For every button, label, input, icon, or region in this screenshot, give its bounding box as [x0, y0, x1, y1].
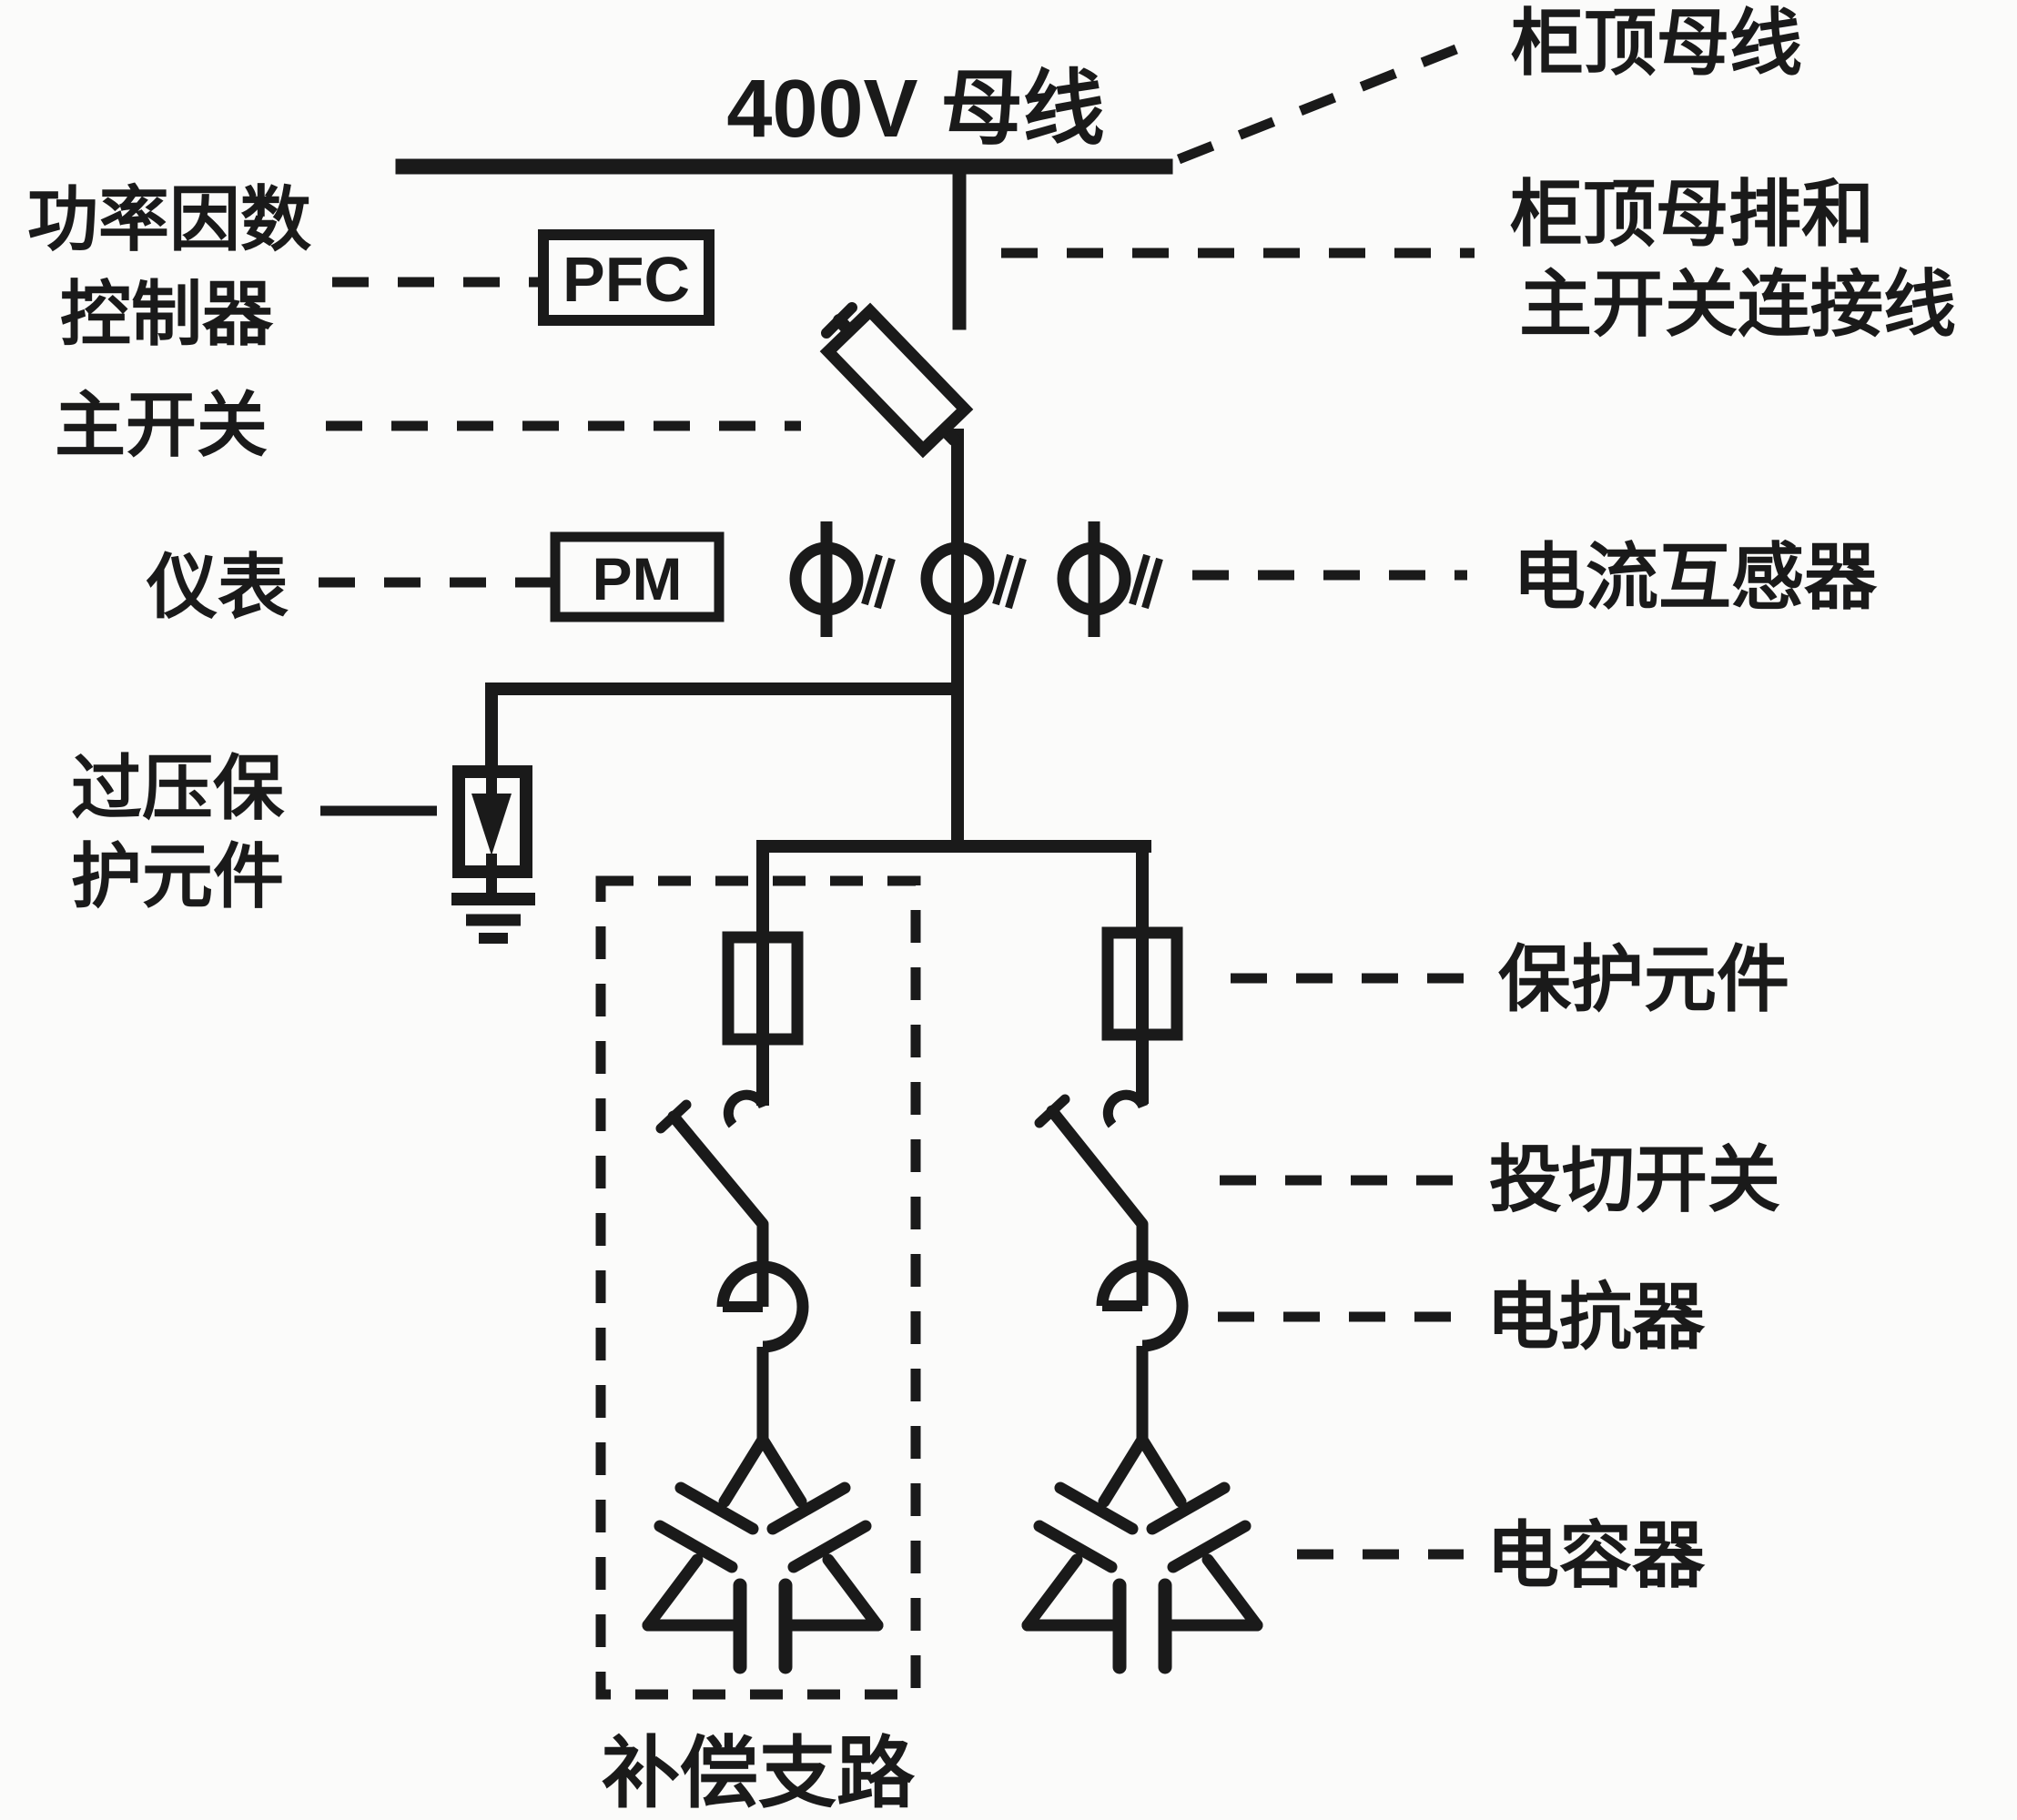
- branch-fuse-icon: [1101, 926, 1183, 1041]
- compensation-branch-box: [595, 875, 921, 1700]
- switching-switch-label: 投切开关: [1489, 1139, 1780, 1220]
- capacitor-label: 电容器: [1486, 1515, 1706, 1596]
- capacitor-delta-icon: [642, 1433, 884, 1674]
- current-transformer-icon: [789, 521, 896, 637]
- main-switch-label: 主开关: [55, 385, 268, 465]
- pfc-box-label: PFC: [563, 244, 690, 315]
- main-switch-fuse-icon: [819, 302, 974, 459]
- overvoltage-label-line1: 过压保: [71, 748, 285, 828]
- power-factor-label-line1: 功率因数: [27, 179, 311, 259]
- reactor-label: 电抗器: [1486, 1277, 1706, 1358]
- top-busbar-pointer-line: [1176, 42, 1464, 165]
- protection-element-label: 保护元件: [1498, 939, 1789, 1020]
- top-connection-label-line1: 柜顶母排和: [1510, 174, 1874, 255]
- ground-icon: [451, 893, 535, 944]
- top-connection-label-line2: 主开关连接线: [1519, 264, 1956, 345]
- compensation-branch-label: 补偿支路: [602, 1730, 916, 1817]
- overvoltage-arrester-icon: [452, 682, 964, 894]
- reactor-icon: [716, 1260, 809, 1441]
- overvoltage-label-line2: 护元件: [71, 836, 284, 916]
- branch-fuse-icon: [722, 931, 804, 1046]
- power-meter-box: PM: [550, 531, 725, 622]
- reactor-icon: [1096, 1259, 1189, 1441]
- busbar-title: 400V 母线: [726, 64, 1104, 155]
- current-transformer-icon: [1057, 521, 1163, 637]
- capacitor-delta-icon: [1021, 1433, 1263, 1674]
- pfc-controller-box: PFC: [538, 229, 715, 326]
- pm-box-label: PM: [593, 545, 683, 612]
- top-busbar-label: 柜顶母线: [1511, 3, 1802, 84]
- current-transformer-label: 电流互感器: [1513, 537, 1878, 618]
- meter-label: 仪表: [146, 547, 289, 627]
- current-transformer-icon: [920, 521, 1027, 637]
- power-factor-label-line2: 控制器: [60, 274, 274, 354]
